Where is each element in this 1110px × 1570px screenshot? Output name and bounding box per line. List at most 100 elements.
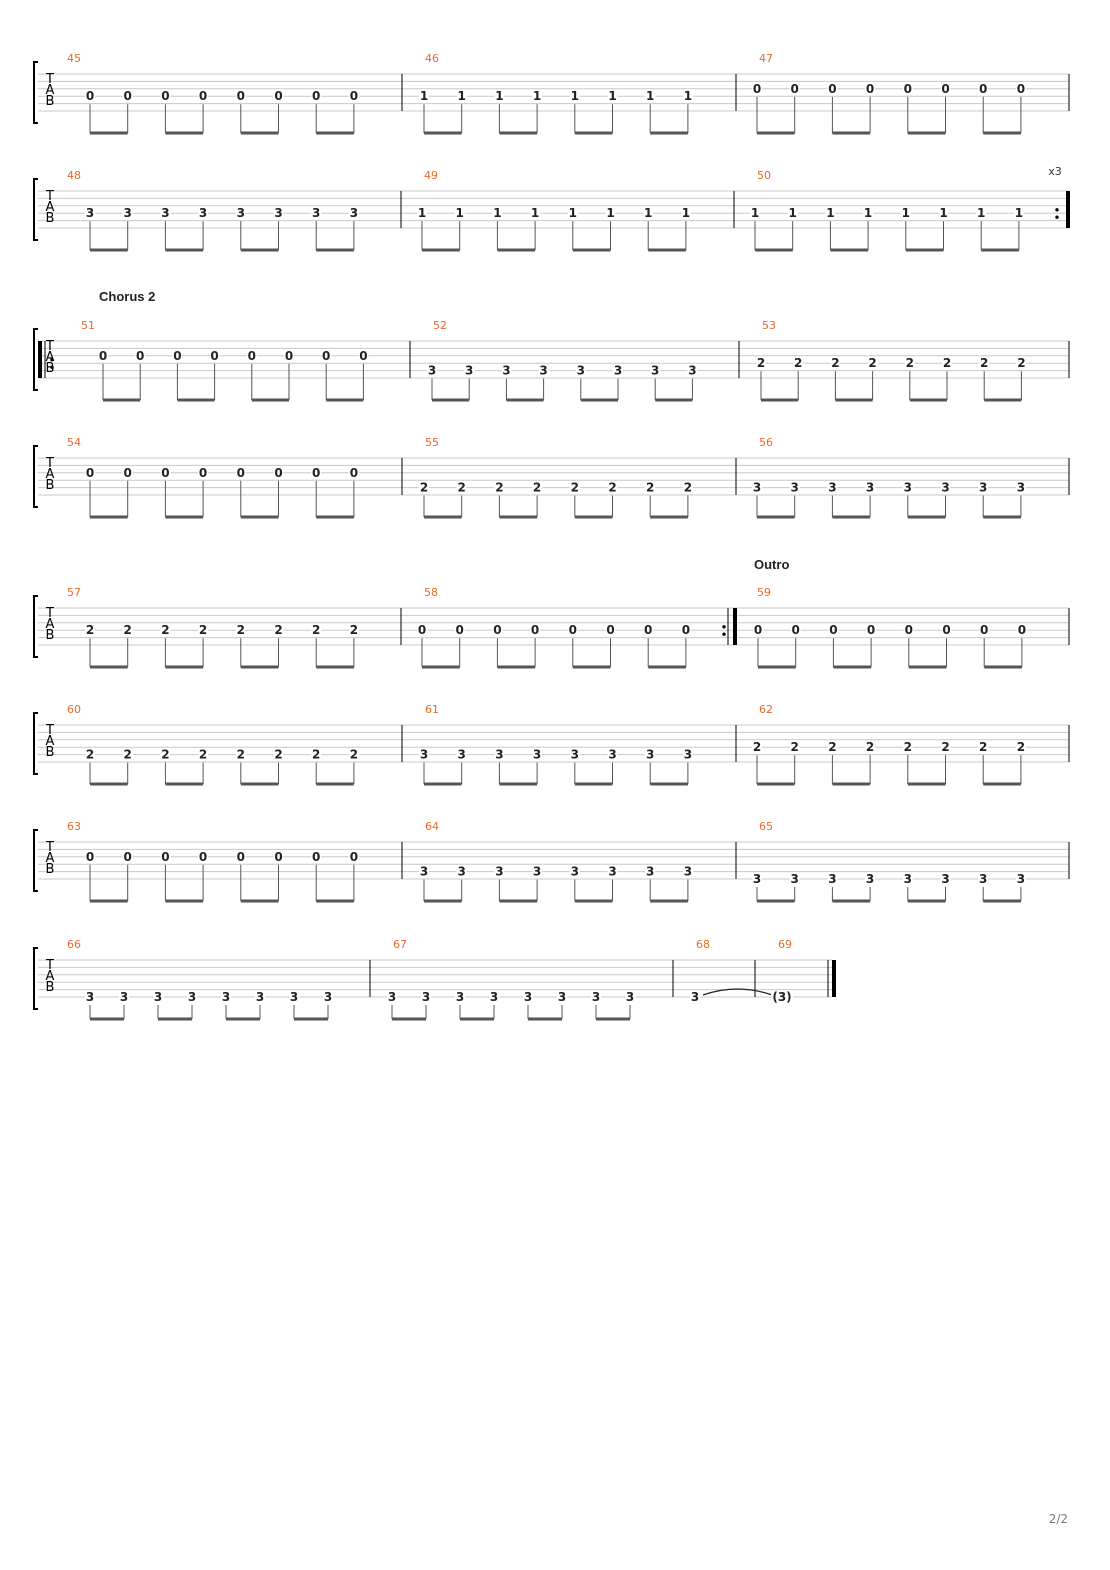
note-bg	[569, 481, 580, 494]
tie-arc	[702, 988, 773, 996]
fret-number: 3	[237, 206, 245, 220]
note-bg	[979, 357, 990, 370]
fret-number: 0	[161, 850, 169, 864]
note-bg	[532, 748, 543, 761]
fret-number: 2	[608, 481, 616, 495]
fret-number: 3	[828, 872, 836, 886]
fret-number: 0	[173, 349, 181, 363]
note-bg	[752, 481, 762, 494]
tab-clef-letter: T	[45, 723, 54, 738]
note-bg	[348, 748, 359, 761]
note-bg	[687, 364, 698, 377]
note-bg	[455, 991, 465, 1003]
fret-number: 2	[906, 356, 914, 370]
fret-number: 2	[161, 623, 169, 637]
note-bg	[321, 349, 332, 362]
note-bg	[235, 207, 246, 220]
fret-number: 0	[1017, 82, 1025, 96]
note-bg	[494, 90, 505, 103]
note-bg	[607, 748, 618, 761]
note-bg	[348, 850, 359, 863]
tab-clef-letter: A	[46, 969, 55, 984]
fret-number: 2	[161, 748, 169, 762]
fret-number: 0	[350, 89, 358, 103]
fret-number: 3	[222, 990, 230, 1004]
fret-number: 2	[533, 481, 541, 495]
fret-number: 3	[1017, 872, 1025, 886]
fret-number: 3	[502, 364, 510, 378]
note-bg	[979, 624, 990, 637]
note-bg	[235, 748, 246, 761]
fret-number: 2	[495, 481, 503, 495]
fret-number: 2	[831, 356, 839, 370]
note-bg	[246, 349, 257, 362]
note-bg	[311, 850, 322, 863]
note-bg	[255, 991, 265, 1003]
fret-number: 3	[161, 206, 169, 220]
system-bracket	[33, 61, 38, 124]
fret-number: 1	[495, 89, 503, 103]
fret-number: 0	[904, 82, 912, 96]
note-bg	[827, 481, 838, 494]
note-bg	[160, 850, 171, 863]
note-bg	[494, 865, 505, 878]
note-bg	[311, 90, 322, 103]
note-bg	[311, 466, 322, 479]
note-bg	[538, 364, 549, 377]
repeat-start-barline	[38, 341, 42, 378]
note-bg	[289, 991, 299, 1003]
fret-number: 0	[274, 850, 282, 864]
note-bg	[569, 865, 580, 878]
note-bg	[591, 991, 601, 1003]
fret-number: 3	[256, 990, 264, 1004]
fret-number: 1	[682, 206, 690, 220]
fret-number: 2	[980, 356, 988, 370]
note-bg	[680, 207, 691, 220]
fret-number: 3	[979, 872, 987, 886]
fret-number: 0	[644, 623, 652, 637]
measure-number: 54	[67, 436, 81, 449]
fret-number: 2	[350, 623, 358, 637]
fret-number: 3	[608, 865, 616, 879]
note-bg	[198, 850, 209, 863]
note-bg	[613, 364, 623, 377]
fret-number: 1	[418, 206, 426, 220]
note-bg	[235, 466, 246, 479]
note-bg	[607, 481, 618, 494]
measure-number: 68	[696, 938, 710, 951]
fret-number: 1	[420, 89, 428, 103]
fret-number: 0	[86, 466, 94, 480]
fret-number: 1	[684, 89, 692, 103]
note-bg	[1016, 357, 1027, 370]
note-bg	[530, 207, 541, 220]
fret-number: 3	[388, 990, 396, 1004]
note-bg	[530, 624, 541, 637]
note-bg	[605, 207, 616, 220]
note-bg	[605, 624, 616, 637]
fret-number: 0	[312, 89, 320, 103]
fret-number: 3	[428, 364, 436, 378]
note-bg	[494, 481, 505, 494]
fret-number: 3	[120, 990, 128, 1004]
note-bg	[940, 481, 951, 494]
note-bg	[454, 207, 465, 220]
repeat-dot	[722, 625, 726, 629]
fret-number: 0	[210, 349, 218, 363]
fret-number: 2	[941, 740, 949, 754]
note-bg	[311, 748, 322, 761]
fret-number: 2	[684, 481, 692, 495]
note-bg	[643, 624, 654, 637]
note-bg	[235, 850, 246, 863]
note-bg	[85, 624, 95, 637]
note-bg	[645, 481, 656, 494]
tab-clef-letter: B	[46, 862, 55, 877]
fret-number: 3	[646, 865, 654, 879]
fret-number: 2	[571, 481, 579, 495]
note-bg	[456, 865, 467, 878]
fret-number: 3	[458, 748, 466, 762]
fret-number: 2	[943, 356, 951, 370]
note-bg	[752, 873, 762, 885]
note-bg	[753, 624, 763, 637]
fret-number: 3	[753, 872, 761, 886]
tab-clef-letter: B	[46, 478, 55, 493]
